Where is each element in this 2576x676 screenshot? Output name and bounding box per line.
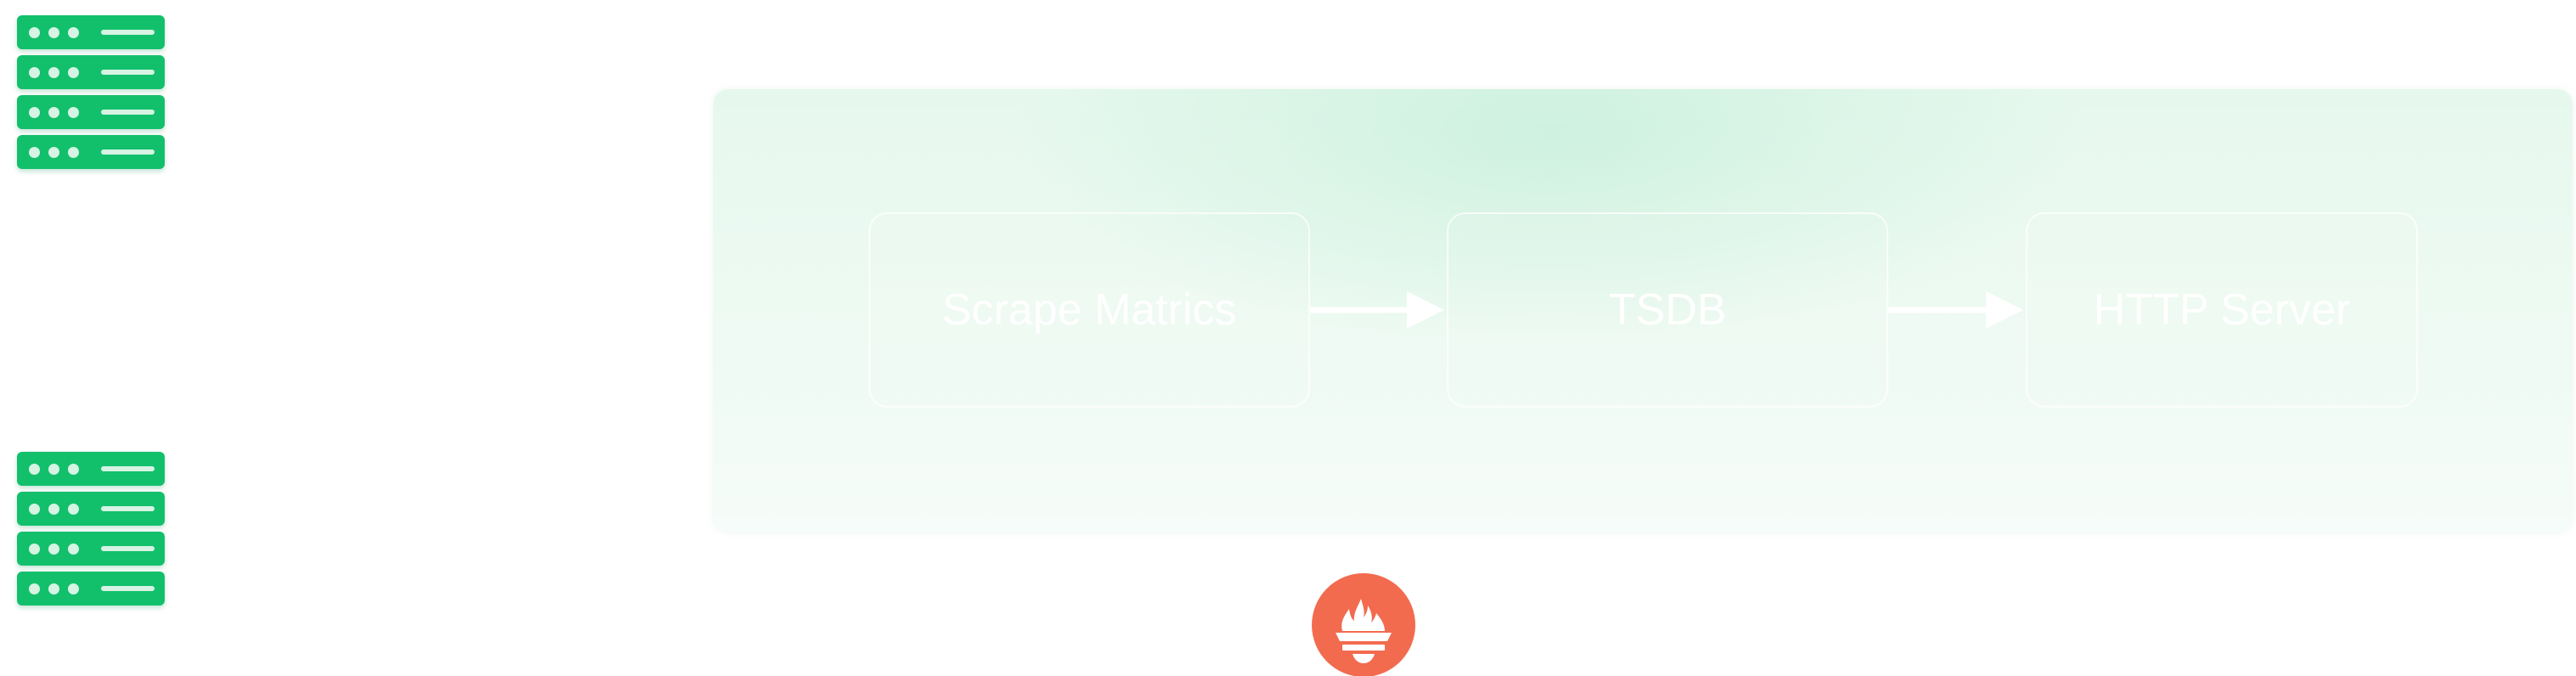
node-tsdb: TSDB xyxy=(1447,212,1888,408)
node-http-server: HTTP Server xyxy=(2026,212,2418,408)
prometheus-panel xyxy=(713,89,2573,532)
node-scrape-metrics: Scrape Matrics xyxy=(869,212,1310,408)
server-unit xyxy=(17,135,165,169)
server-stack-bottom xyxy=(17,452,165,611)
server-unit xyxy=(17,452,165,486)
prometheus-flame-icon xyxy=(1312,573,1415,676)
node-label-http: HTTP Server xyxy=(2093,285,2351,335)
server-unit xyxy=(17,55,165,89)
server-unit xyxy=(17,15,165,49)
server-unit xyxy=(17,492,165,526)
server-unit xyxy=(17,572,165,606)
arrow-scrape-to-tsdb xyxy=(1310,291,1444,329)
node-label-scrape: Scrape Matrics xyxy=(942,285,1237,335)
node-label-tsdb: TSDB xyxy=(1608,285,1727,335)
server-unit xyxy=(17,95,165,129)
server-stack-top xyxy=(17,15,165,175)
arrow-tsdb-to-http xyxy=(1888,291,2023,329)
server-unit xyxy=(17,532,165,566)
